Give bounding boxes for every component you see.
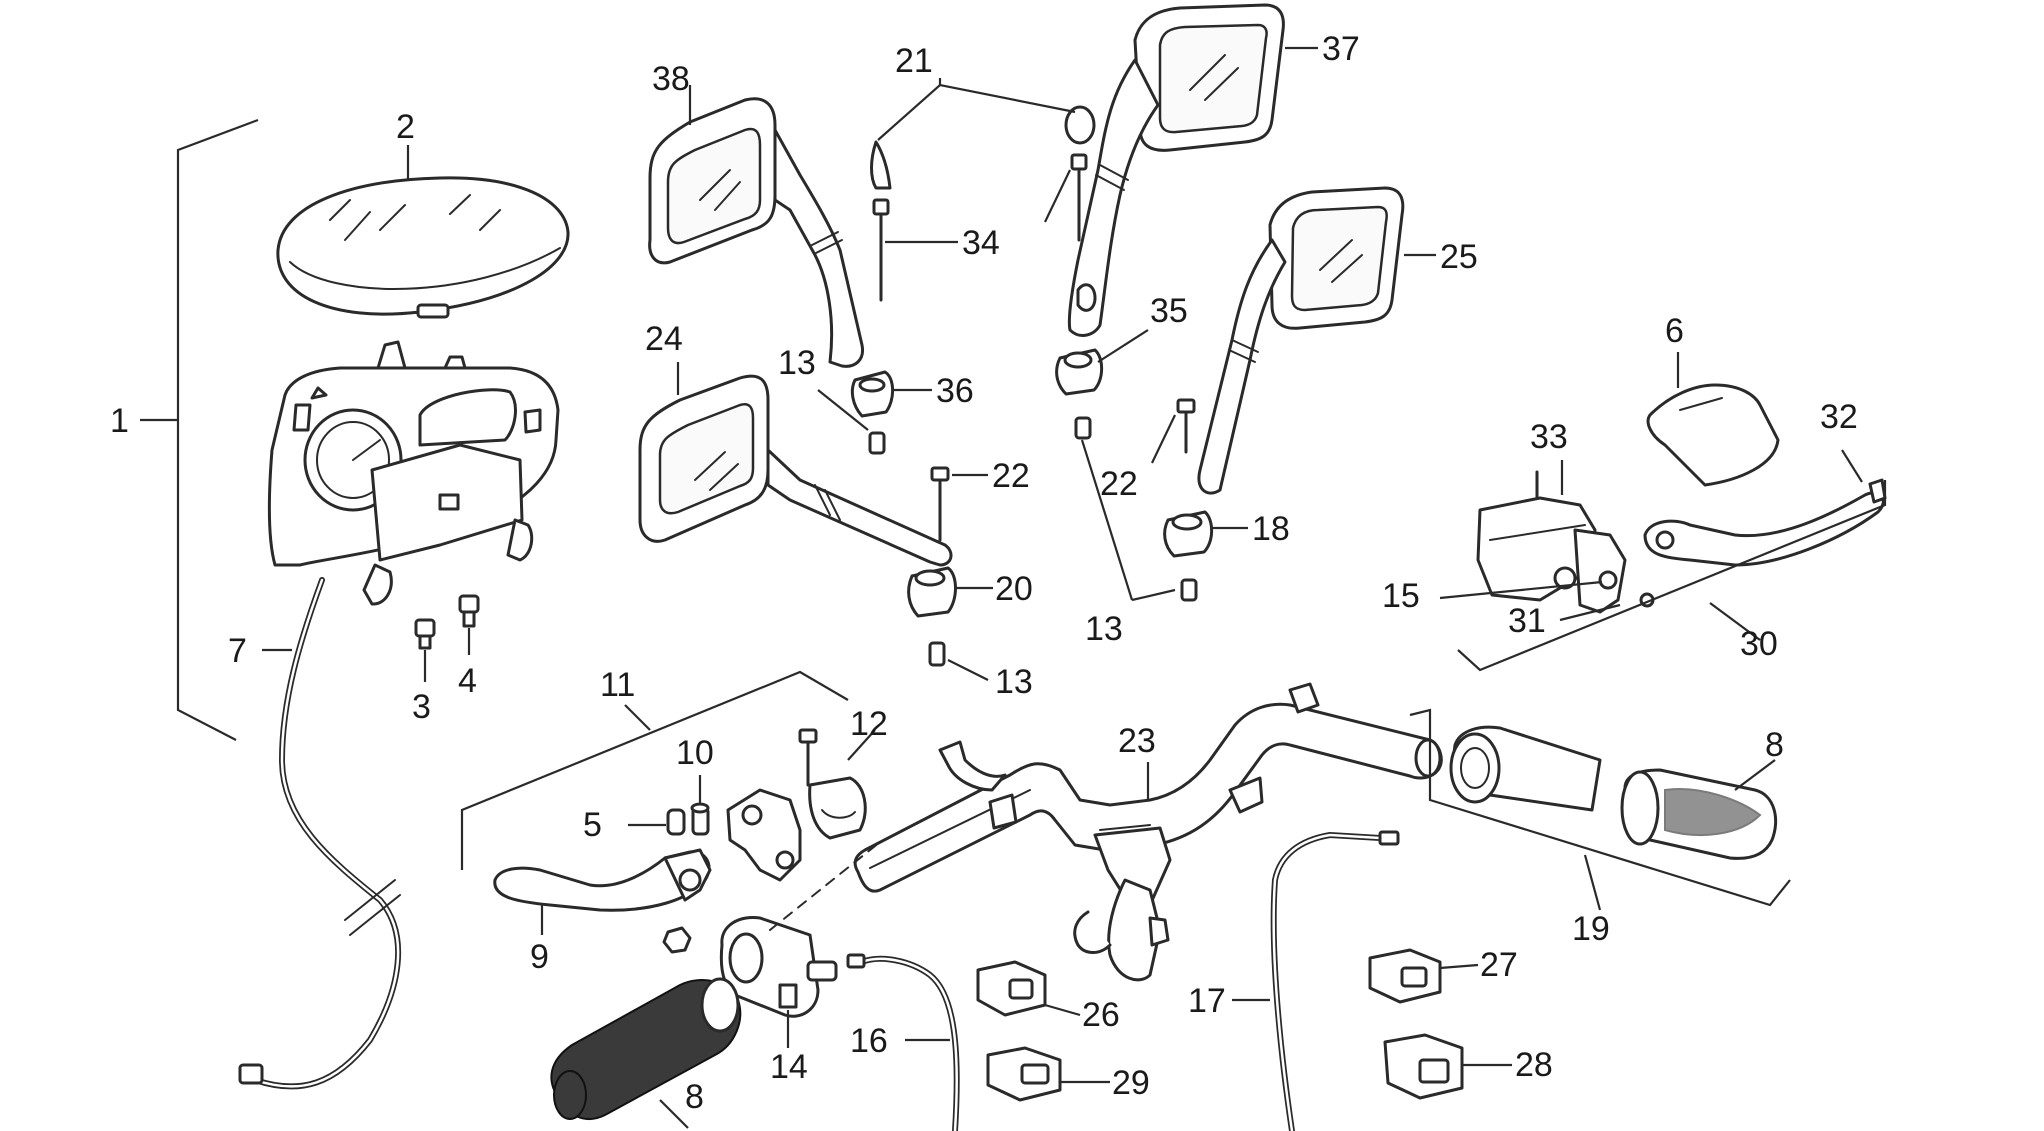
part-21-caps [870, 78, 1096, 190]
callout-12: 12 [850, 705, 888, 743]
part-7-speedo-cable [238, 577, 402, 1090]
callout-13-a: 13 [778, 344, 816, 382]
callout-24: 24 [645, 320, 683, 358]
callout-2: 2 [396, 108, 415, 146]
part-14-throttle-housing [719, 841, 881, 1048]
part-lever-bracket [726, 788, 802, 882]
callout-19: 19 [1572, 910, 1610, 948]
callout-9: 9 [530, 938, 549, 976]
part-37-mirror [1067, 3, 1318, 337]
callout-18: 18 [1252, 510, 1290, 548]
part-16-cable [846, 953, 960, 1131]
callout-30: 30 [1740, 625, 1778, 663]
callout-4: 4 [458, 662, 477, 700]
callout-26: 26 [1082, 996, 1120, 1034]
callout-29: 29 [1112, 1064, 1150, 1102]
callout-11: 11 [600, 666, 635, 704]
part-22-bolts [930, 398, 1196, 542]
callout-23: 23 [1118, 722, 1156, 760]
callout-36: 36 [936, 372, 974, 410]
callout-8-right-grip: 8 [1765, 726, 1784, 764]
part-20-mount [907, 566, 993, 618]
callout-37: 37 [1322, 30, 1360, 68]
callout-5: 5 [583, 806, 602, 844]
part-24-mirror [638, 362, 953, 567]
part-23-handlebar [853, 682, 1443, 982]
bracket-30 [1457, 480, 1887, 672]
callout-3: 3 [412, 688, 431, 726]
part-32-brake-lever [1643, 449, 1887, 567]
part-34-bolts [872, 153, 1088, 302]
callout-34: 34 [962, 224, 1000, 262]
part-2-cluster-glass [276, 145, 570, 319]
part-26-switch [976, 960, 1081, 1017]
callout-38: 38 [652, 60, 690, 98]
callout-32: 32 [1820, 398, 1858, 436]
part-3-screw [414, 618, 436, 682]
part-10-pin [690, 775, 710, 836]
part-15-screw [1439, 570, 1618, 600]
part-25-mirror [1197, 186, 1436, 495]
part-13-bushings [817, 389, 1198, 681]
part-29-switch [986, 1046, 1110, 1102]
part-12-clamp [798, 728, 876, 840]
part-9-clutch-lever [493, 848, 712, 935]
callout-22-a: 22 [992, 457, 1030, 495]
callout-31: 31 [1508, 602, 1546, 640]
callout-33: 33 [1530, 418, 1568, 456]
callout-1: 1 [110, 402, 129, 440]
callout-35: 35 [1150, 292, 1188, 330]
part-8-grip-left [550, 977, 742, 1129]
callout-16: 16 [850, 1022, 888, 1060]
part-8-grip-right [1620, 759, 1778, 860]
part-18-mount [1163, 510, 1248, 558]
bracket-1 [140, 118, 259, 741]
part-28-switch [1383, 1033, 1512, 1100]
bracket-11 [460, 670, 849, 870]
callout-17: 17 [1188, 982, 1226, 1020]
callout-6: 6 [1665, 312, 1684, 350]
part-dashboard-instrument [267, 340, 560, 606]
part-4-screw [458, 594, 480, 655]
part-throttle-sleeve [1449, 725, 1602, 812]
callout-7: 7 [228, 632, 247, 670]
callout-22-b: 22 [1100, 465, 1138, 503]
part-36-mount [850, 370, 932, 418]
part-nut [662, 926, 692, 954]
part-17-cable [1232, 830, 1400, 1131]
callout-15: 15 [1382, 577, 1420, 615]
callout-21: 21 [895, 42, 933, 80]
part-38-mirror [648, 85, 865, 368]
callout-13-b: 13 [1085, 610, 1123, 648]
callout-27: 27 [1480, 946, 1518, 984]
part-35-mount [1055, 329, 1149, 396]
part-33-master-cylinder [1476, 460, 1627, 614]
callout-8-left-grip: 8 [685, 1078, 704, 1116]
callout-20: 20 [995, 570, 1033, 608]
part-6-reservoir-cap [1646, 352, 1780, 487]
callout-10: 10 [676, 734, 714, 772]
callout-25: 25 [1440, 238, 1478, 276]
bracket-19 [1409, 708, 1791, 911]
part-5-pin [628, 808, 686, 836]
callout-28: 28 [1515, 1046, 1553, 1084]
part-27-switch [1368, 948, 1479, 1004]
callout-13-c: 13 [995, 663, 1033, 701]
callout-14: 14 [770, 1048, 808, 1086]
